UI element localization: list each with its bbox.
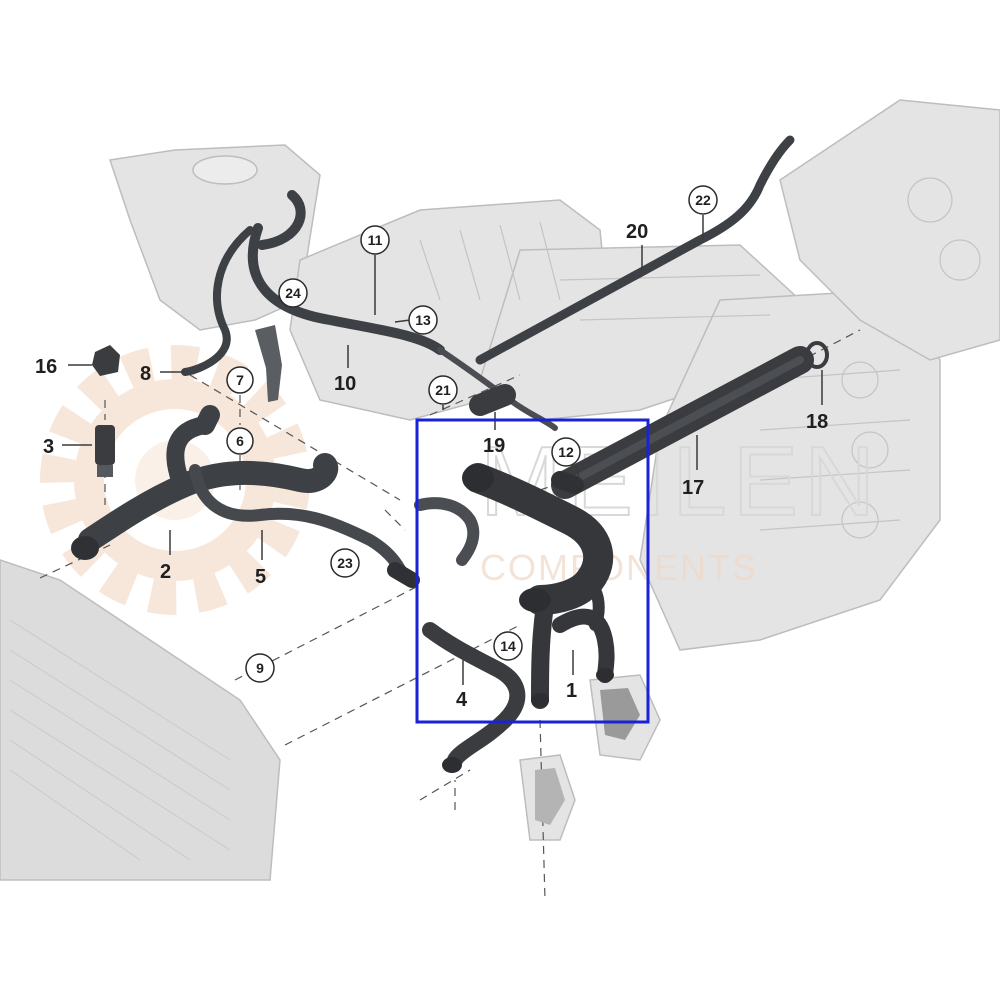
connector-part-12 — [551, 471, 584, 494]
circle-13 — [408, 305, 438, 335]
circle-14 — [493, 631, 523, 661]
plain-callouts: 16 8 3 2 5 10 20 17 18 19 4 1 — [35, 221, 828, 711]
circle-11 — [360, 225, 390, 255]
callout-leaders — [62, 215, 823, 685]
small-components — [71, 325, 829, 825]
callout-16: 16 — [35, 356, 57, 378]
callout-7: 7 — [236, 372, 244, 388]
callout-8: 8 — [140, 363, 151, 385]
sensor-part-16 — [92, 345, 120, 376]
hose-part-4 — [422, 622, 526, 768]
hose-part-2 — [78, 453, 339, 552]
hose-part-24 — [247, 223, 445, 355]
hose-part-19 — [469, 384, 516, 416]
callout-24: 24 — [285, 285, 301, 301]
callout-22: 22 — [695, 192, 711, 208]
pipe-part-20 — [475, 135, 795, 365]
circle-23 — [330, 548, 360, 578]
circle-21 — [428, 375, 458, 405]
ring-part-18 — [805, 341, 829, 369]
callout-11: 11 — [368, 232, 383, 248]
circled-callouts — [226, 185, 718, 683]
callout-1: 1 — [566, 680, 577, 702]
watermark: MEILEN COMPONENTS — [479, 425, 876, 588]
hose-part-8 — [181, 226, 254, 376]
callout-13: 13 — [415, 312, 431, 328]
callout-23: 23 — [337, 555, 353, 571]
circle-6 — [226, 427, 254, 455]
callout-9: 9 — [256, 660, 264, 676]
callout-14: 14 — [500, 638, 516, 654]
callout-21: 21 — [435, 382, 451, 398]
callout-3: 3 — [43, 436, 54, 458]
callout-20: 20 — [626, 221, 648, 243]
circle-12 — [551, 437, 581, 467]
callout-2: 2 — [160, 561, 171, 583]
circle-7 — [226, 366, 254, 394]
radiator-fins — [9, 619, 231, 861]
watermark-tagline: COMPONENTS — [480, 547, 758, 588]
callout-4: 4 — [456, 689, 468, 711]
sensor-part-3 — [95, 425, 115, 465]
hose-part-5 — [189, 464, 411, 584]
hose-part-1 — [463, 463, 614, 615]
hoses — [78, 135, 814, 773]
callout-12: 12 — [558, 444, 574, 460]
bracket-part-7 — [255, 325, 282, 402]
highlight-box — [415, 418, 650, 724]
callout-6: 6 — [236, 433, 244, 449]
circle-24 — [278, 278, 308, 308]
circle-9 — [245, 653, 275, 683]
callout-19: 19 — [483, 435, 505, 457]
hose-part-23 — [387, 562, 420, 588]
callout-17: 17 — [682, 477, 704, 499]
callout-10: 10 — [334, 373, 356, 395]
circle-22 — [688, 185, 718, 215]
callout-5: 5 — [255, 566, 266, 588]
circled-callout-numbers: 7 6 24 11 13 21 22 12 23 14 9 — [236, 192, 711, 676]
callout-18: 18 — [806, 411, 828, 433]
engine-details — [419, 177, 981, 539]
